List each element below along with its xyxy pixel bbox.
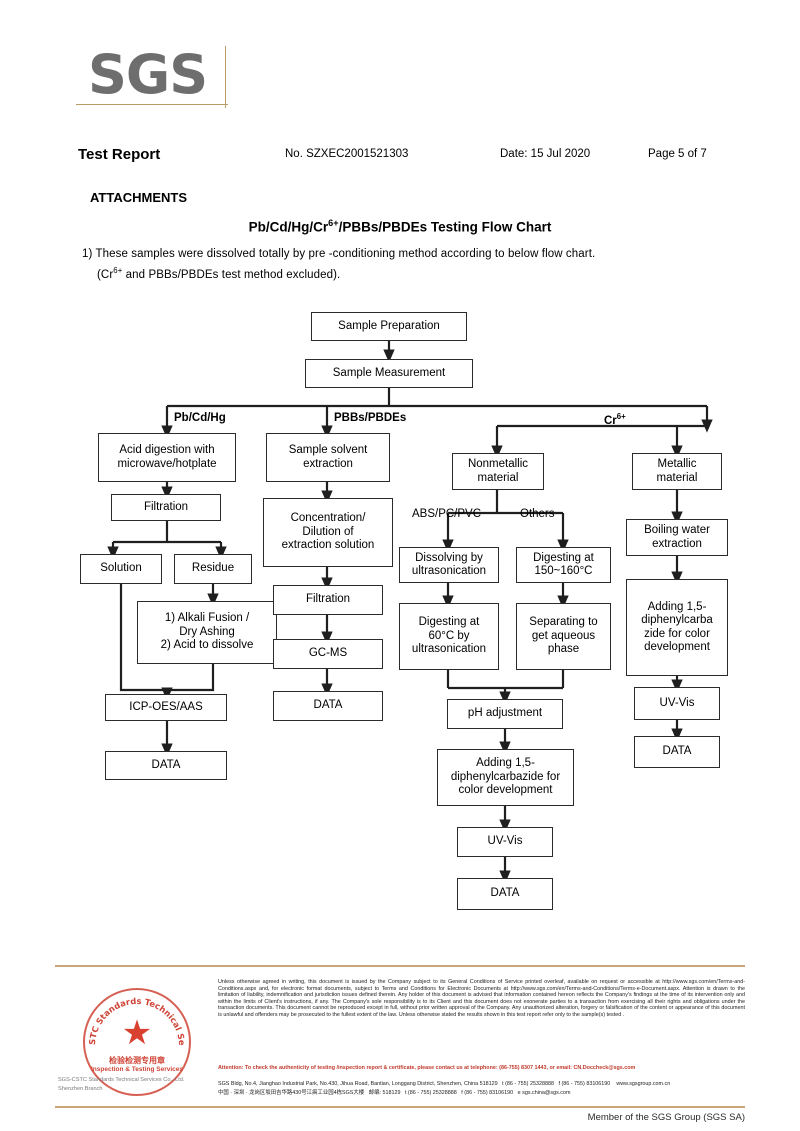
footer-attention-text: Attention: To check the authenticity of …	[218, 1065, 636, 1071]
node-solution: Solution	[80, 554, 162, 584]
footer-email-cn: e sgs.china@sgs.com	[517, 1090, 571, 1096]
stamp-arc-text: SGS-CSTC Standards Technical Services	[83, 988, 187, 1046]
node-residue: Residue	[174, 554, 252, 584]
report-date: Date: 15 Jul 2020	[500, 148, 591, 160]
branch-label-pb-cd-hg: Pb/Cd/Hg	[174, 412, 226, 424]
logo-vertical-rule	[225, 46, 226, 108]
page-title: Test Report	[78, 146, 161, 163]
footer-zip-cn: 邮编: 518129	[368, 1090, 401, 1096]
report-header-row: Test Report No. SZXEC2001521303 Date: 15…	[0, 146, 800, 166]
branch-label-cr6-superscript: 6+	[616, 412, 626, 421]
note2-superscript: 6+	[113, 266, 123, 275]
flow-title-superscript: 6+	[328, 218, 339, 228]
node-gc-ms: GC-MS	[273, 639, 383, 669]
footer-member-text: Member of the SGS Group (SGS SA)	[587, 1112, 745, 1123]
footer-tel-cn: t (86 - 755) 25328888	[404, 1090, 457, 1096]
footer-address-en: SGS Bldg, No.4, Jianghao Industrial Park…	[218, 1081, 498, 1087]
flow-chart-title: Pb/Cd/Hg/Cr6+/PBBs/PBDEs Testing Flow Ch…	[0, 218, 800, 235]
node-ph-adjustment: pH adjustment	[447, 699, 563, 729]
node-sample-preparation: Sample Preparation	[311, 312, 467, 341]
footer-tel-en: t (86 - 755) 25328888	[502, 1081, 554, 1087]
node-data-3: DATA	[457, 878, 553, 910]
footer-legal-text: Unless otherwise agreed in writing, this…	[218, 979, 745, 1018]
footer-address-block: SGS Bldg, No.4, Jianghao Industrial Park…	[218, 1080, 745, 1098]
flow-title-post: /PBBs/PBDEs Testing Flow Chart	[338, 219, 552, 235]
node-uv-vis-2: UV-Vis	[634, 687, 720, 720]
node-uv-vis-1: UV-Vis	[457, 827, 553, 857]
stamp-star-icon: ★	[121, 1014, 153, 1053]
stamp-english-label: Inspection & Testing Services	[91, 1065, 183, 1073]
branch-label-cr6-text: Cr	[604, 414, 617, 427]
attachments-heading: ATTACHMENTS	[90, 190, 188, 205]
branch-label-pbbs-pbdes: PBBs/PBDEs	[334, 412, 407, 424]
sublabel-abs-pc-pvc: ABS/PC/PVC	[412, 508, 482, 520]
report-number: No. SZXEC2001521303	[285, 148, 409, 160]
footer-website: www.sgsgroup.com.cn	[616, 1081, 671, 1087]
page-number: Page 5 of 7	[648, 148, 707, 160]
note2-pre: (Cr	[97, 268, 114, 281]
company-name-line-2: Shenzhen Branch	[58, 1086, 103, 1092]
node-sample-measurement: Sample Measurement	[305, 359, 473, 388]
branch-label-cr6: Cr6+	[604, 412, 626, 427]
note-line-2: (Cr6+ and PBBs/PBDEs test method exclude…	[97, 266, 340, 281]
stamp-chinese-label: 检验检测专用章	[109, 1055, 165, 1065]
footer-fax-en: f (86 - 755) 83106190	[558, 1081, 611, 1087]
footer-address-cn: 中国 · 深圳 · 龙岗区坂田吉华路430号江瘑工业园4栋SGS大楼	[218, 1090, 365, 1096]
inspection-stamp: SGS-CSTC Standards Technical Services ★ …	[83, 988, 191, 1096]
node-data-4: DATA	[634, 736, 720, 768]
flow-title-pre: Pb/Cd/Hg/Cr	[248, 219, 329, 235]
sublabel-others: Others	[520, 508, 555, 520]
footer-address-row-cn: 中国 · 深圳 · 龙岗区坂田吉华路430号江瘑工业园4栋SGS大楼 邮编: 5…	[218, 1089, 745, 1098]
footer-fax-cn: f (86 - 755) 83106190	[461, 1090, 514, 1096]
logo-horizontal-rule	[76, 104, 228, 105]
stamp-ring	[83, 988, 191, 1096]
note2-post: and PBBs/PBDEs test method excluded).	[122, 268, 341, 281]
note-line-1: 1) These samples were dissolved totally …	[82, 248, 596, 260]
sgs-logo: SGS	[88, 43, 208, 106]
node-data-2: DATA	[273, 691, 383, 721]
company-name-line-1: SGS-CSTC Standards Technical Services Co…	[58, 1077, 185, 1083]
node-data-1: DATA	[105, 751, 227, 780]
footer-rule-top	[55, 965, 745, 967]
footer-rule-bottom	[55, 1106, 745, 1108]
footer-address-row-en: SGS Bldg, No.4, Jianghao Industrial Park…	[218, 1080, 745, 1089]
node-filtration-2: Filtration	[273, 585, 383, 615]
node-icp-oes-aas: ICP-OES/AAS	[105, 694, 227, 721]
node-filtration-1: Filtration	[111, 494, 221, 521]
